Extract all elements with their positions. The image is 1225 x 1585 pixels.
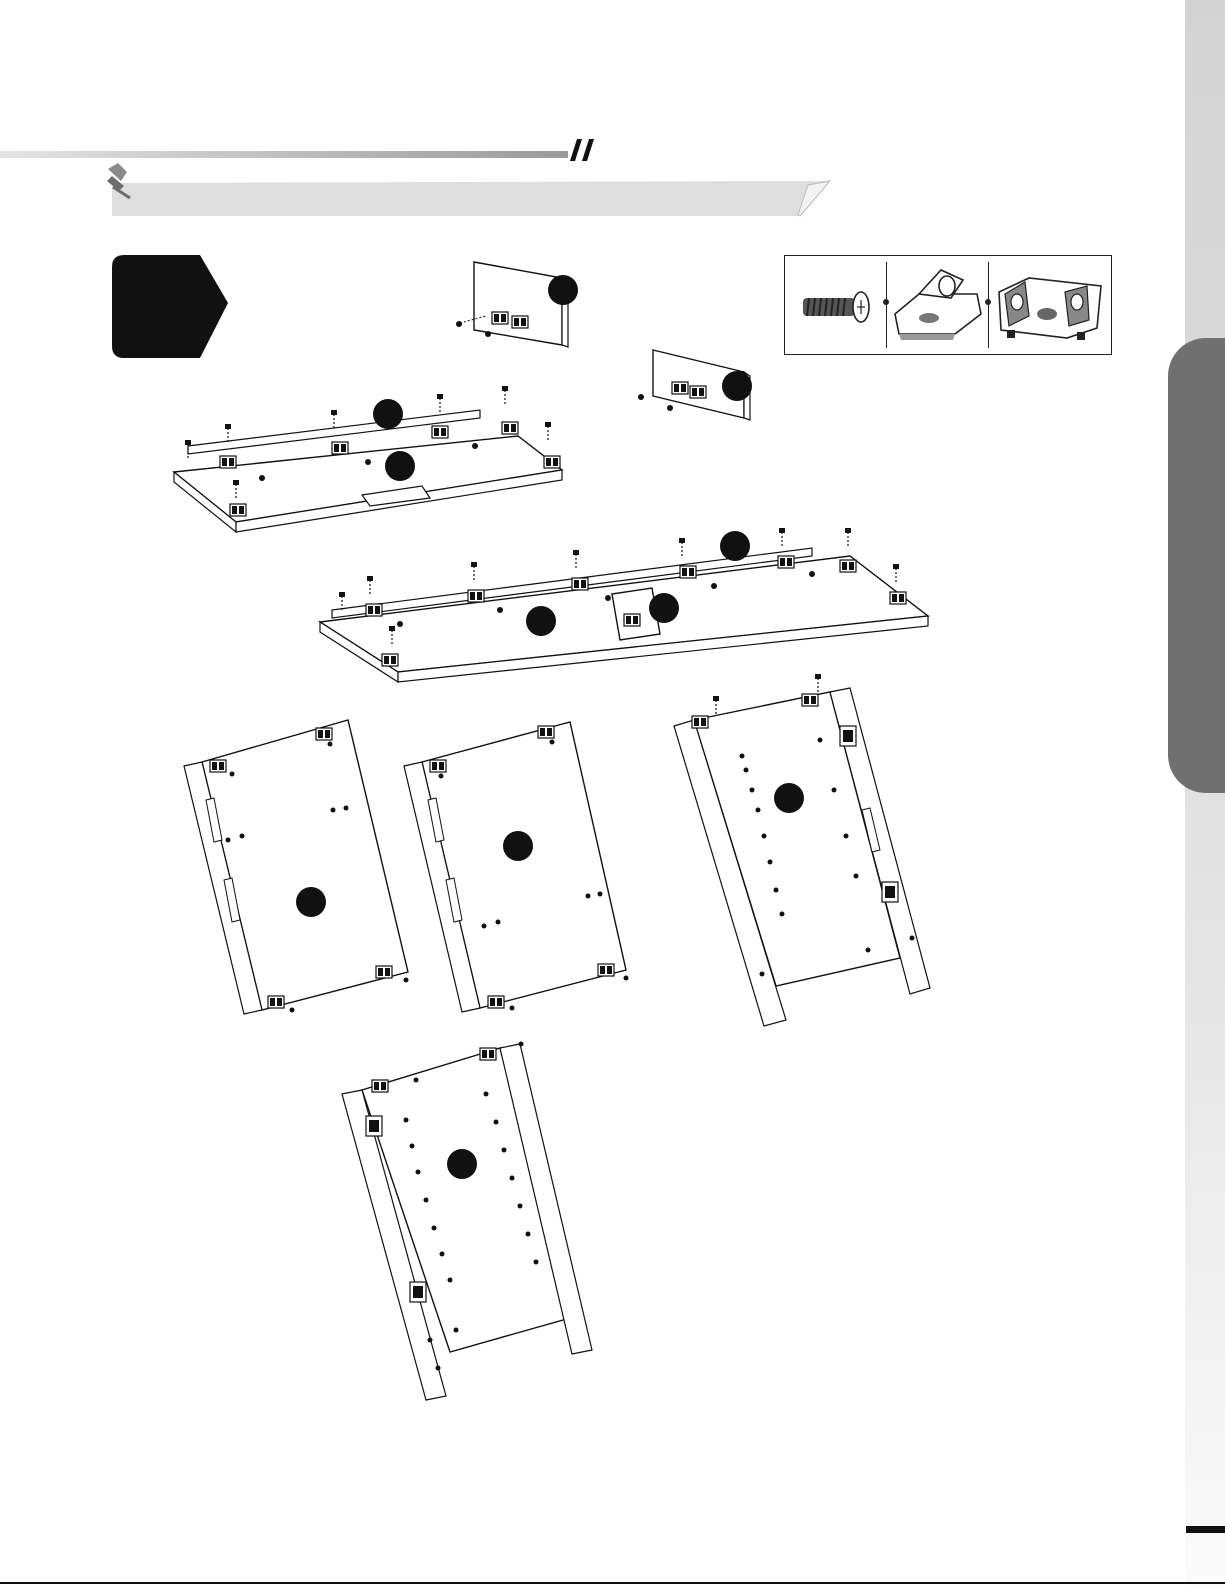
part-marker	[774, 783, 804, 813]
side-panel-right-with-hinges	[674, 674, 930, 1026]
part-marker	[720, 531, 750, 561]
part-marker	[526, 606, 556, 636]
part-marker	[503, 831, 533, 861]
upper-shelf-assembly	[174, 386, 562, 532]
long-shelf-assembly	[320, 528, 928, 682]
footer-rule	[0, 1582, 1225, 1584]
part-marker	[649, 593, 679, 623]
side-panel-left	[184, 720, 409, 1014]
part-marker	[385, 451, 415, 481]
part-marker	[373, 399, 403, 429]
part-marker	[447, 1149, 477, 1179]
side-panel-bottom-with-hinges	[342, 1042, 592, 1401]
part-marker	[548, 275, 578, 305]
short-panel-with-connectors	[456, 262, 568, 347]
page-number-bar	[1186, 1526, 1225, 1533]
part-marker	[722, 371, 752, 401]
side-panel-middle	[404, 722, 629, 1012]
part-marker	[296, 887, 326, 917]
